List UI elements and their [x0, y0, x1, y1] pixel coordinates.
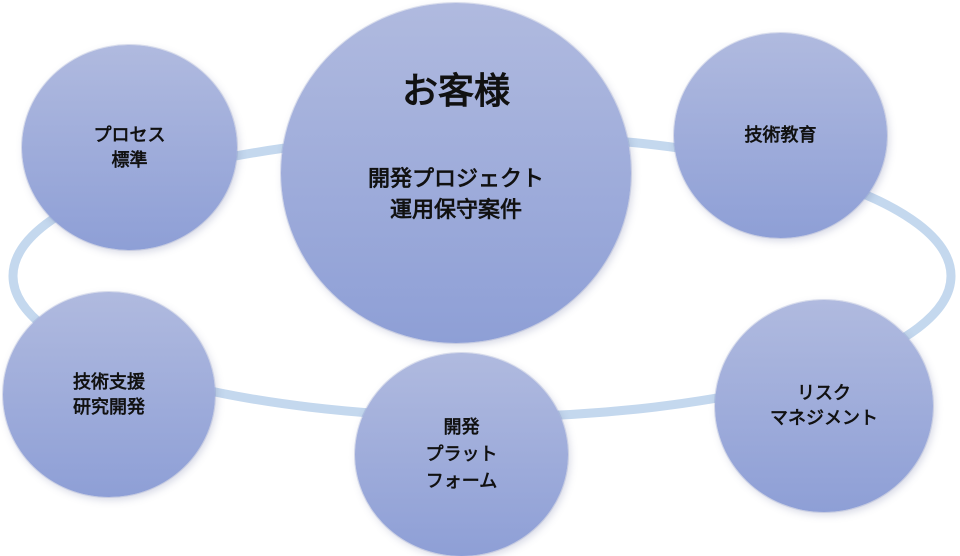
node-label-line: 開発 [443, 417, 480, 438]
node-process-standards: プロセス 標準 [22, 45, 237, 250]
node-label-line: プロセス [93, 124, 166, 146]
node-tech-support-research: 技術支援 研究開発 [3, 292, 215, 497]
node-label-line: フォーム [425, 471, 498, 492]
center-title: お客様 [401, 71, 510, 112]
center-node-customer: お客様 開発プロジェクト 運用保守案件 [281, 3, 631, 343]
center-label-line: 開発プロジェクト [367, 167, 544, 192]
node-label-line: マネジメント [770, 408, 878, 429]
node-risk-management: リスク マネジメント [715, 300, 933, 512]
node-label-line: 標準 [111, 149, 148, 171]
node-label-line: リスク [797, 383, 851, 404]
center-label-line: 運用保守案件 [389, 198, 522, 223]
node-label-line: プラット [425, 444, 498, 465]
node-label-line: 技術支援 [73, 371, 145, 393]
node-technical-education: 技術教育 [674, 33, 887, 238]
node-label-line: 技術教育 [744, 125, 817, 146]
node-label-line: 研究開発 [73, 396, 145, 418]
node-development-platform: 開発 プラット フォーム [355, 353, 568, 556]
